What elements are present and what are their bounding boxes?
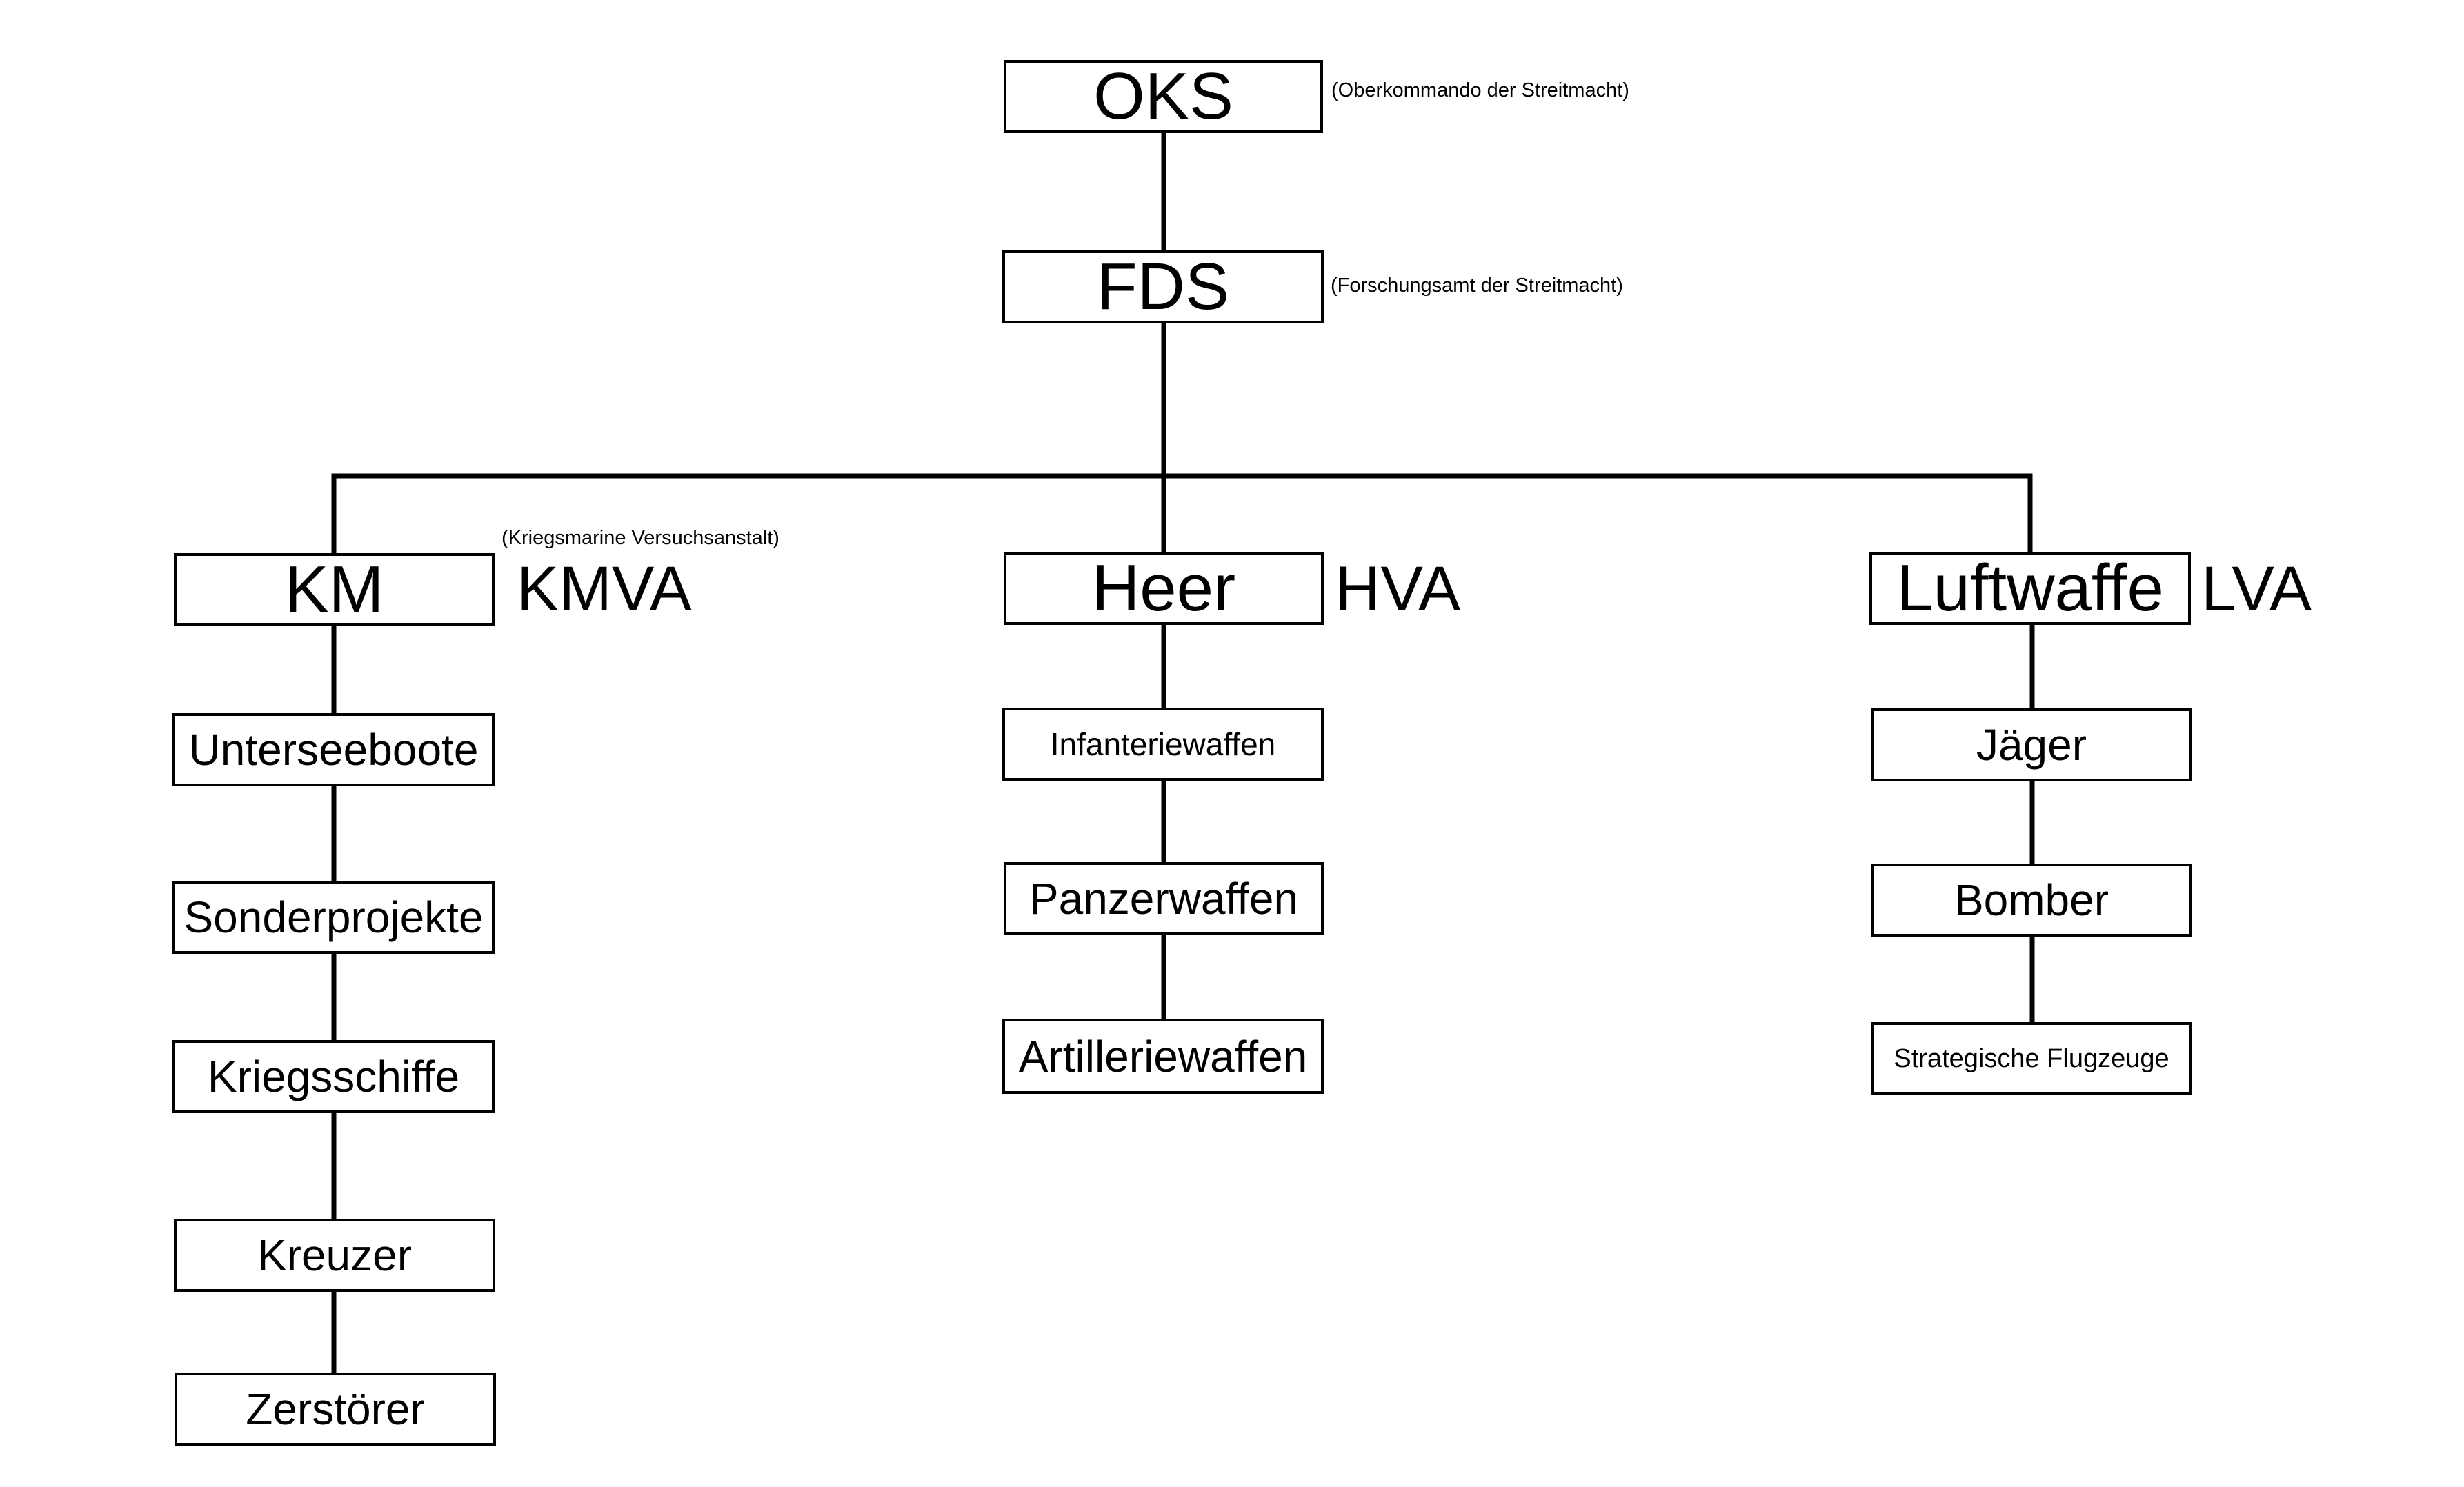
node-km-child: Kreuzer [174,1219,495,1292]
note-kmva: (Kriegsmarine Versuchsanstalt) [501,527,779,549]
node-km-child: Unterseeboote [172,713,495,786]
node-km-label: KM [284,553,384,626]
node-fds: FDS [1002,250,1324,323]
node-km-child-label: Unterseeboote [188,725,479,775]
node-heer-label: Heer [1091,552,1236,625]
node-oks-label: OKS [1093,60,1233,133]
node-luftwaffe-child-label: Jäger [1976,720,2087,770]
abbr-lva: LVA [2201,554,2312,624]
node-luftwaffe-child: Bomber [1871,864,2192,937]
node-luftwaffe-child: Jäger [1871,708,2192,781]
node-fds-label: FDS [1097,250,1229,323]
node-luftwaffe: Luftwaffe [1869,552,2191,625]
abbr-kmva: KMVA [517,554,692,624]
node-heer-child: Artilleriewaffen [1002,1019,1324,1094]
node-luftwaffe-child: Strategische Flugzeuge [1871,1022,2192,1095]
node-heer-child-label: Artilleriewaffen [1018,1031,1308,1081]
node-km: KM [174,553,495,626]
node-km-child: Sonderprojekte [172,881,495,954]
node-oks: OKS [1004,60,1323,133]
node-heer-child: Panzerwaffen [1004,862,1324,935]
node-luftwaffe-label: Luftwaffe [1896,552,2164,625]
node-km-child-label: Kreuzer [257,1230,413,1280]
note-oks: (Oberkommando der Streitmacht) [1331,79,1629,101]
node-heer-child-label: Infanteriewaffen [1050,726,1276,762]
node-km-child-label: Sonderprojekte [183,892,484,942]
node-luftwaffe-child-label: Strategische Flugzeuge [1894,1044,2169,1073]
node-km-child-label: Kriegsschiffe [207,1052,460,1101]
node-heer-child-label: Panzerwaffen [1029,874,1299,924]
abbr-hva: HVA [1335,554,1461,624]
note-fds: (Forschungsamt der Streitmacht) [1331,275,1623,297]
node-km-child-label: Zerstörer [246,1384,425,1434]
node-km-child: Zerstörer [175,1373,496,1446]
node-luftwaffe-child-label: Bomber [1954,875,2109,925]
node-heer-child: Infanteriewaffen [1002,708,1324,781]
node-km-child: Kriegsschiffe [172,1040,495,1113]
node-heer: Heer [1004,552,1324,625]
